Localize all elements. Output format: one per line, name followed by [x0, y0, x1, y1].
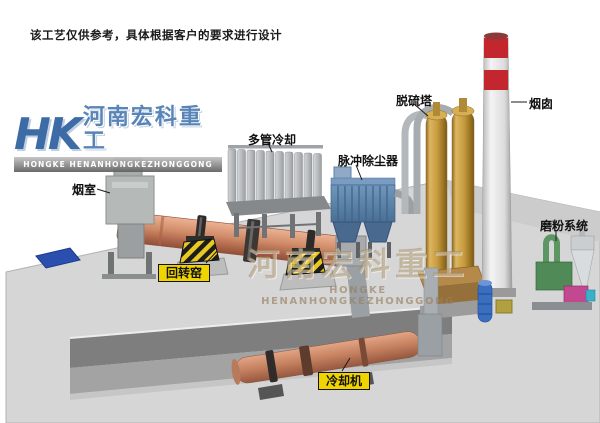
- label-grinding-system: 磨粉系统: [540, 219, 589, 233]
- brand-name-en: HONGKE HENANHONGKEZHONGGONG: [14, 157, 222, 173]
- cooling-machine: [231, 331, 422, 385]
- brand-logo-row: HK 河南宏科重工: [14, 105, 222, 160]
- grinding-system-unit: [477, 222, 596, 323]
- label-cooling-machine: 冷却机: [318, 372, 371, 390]
- label-rotary-kiln: 回转窑: [158, 264, 211, 282]
- disclaimer-note: 该工艺仅供参考，具体根据客户的要求进行设计: [30, 28, 282, 42]
- desulfurization-towers: [401, 98, 488, 320]
- label-pulse-dust-collector: 脉冲除尘器: [338, 154, 399, 168]
- multi-tube-cooler: [226, 145, 331, 238]
- brand-logo: HK 河南宏科重工 HONGKE HENANHONGKEZHONGGONG: [14, 105, 222, 173]
- leader-lines: [96, 101, 557, 372]
- bucket-elevator: [417, 267, 443, 357]
- label-desulfurization-tower: 脱硫塔: [396, 94, 433, 108]
- label-smoke-chamber: 烟室: [72, 183, 97, 197]
- label-multi-tube-cooler: 多管冷却: [248, 133, 297, 147]
- chimney-stack: [478, 32, 516, 297]
- brand-name-cn: 河南宏科重工: [82, 105, 203, 155]
- label-chimney: 烟囱: [529, 97, 554, 111]
- brand-monogram: HK: [14, 108, 82, 160]
